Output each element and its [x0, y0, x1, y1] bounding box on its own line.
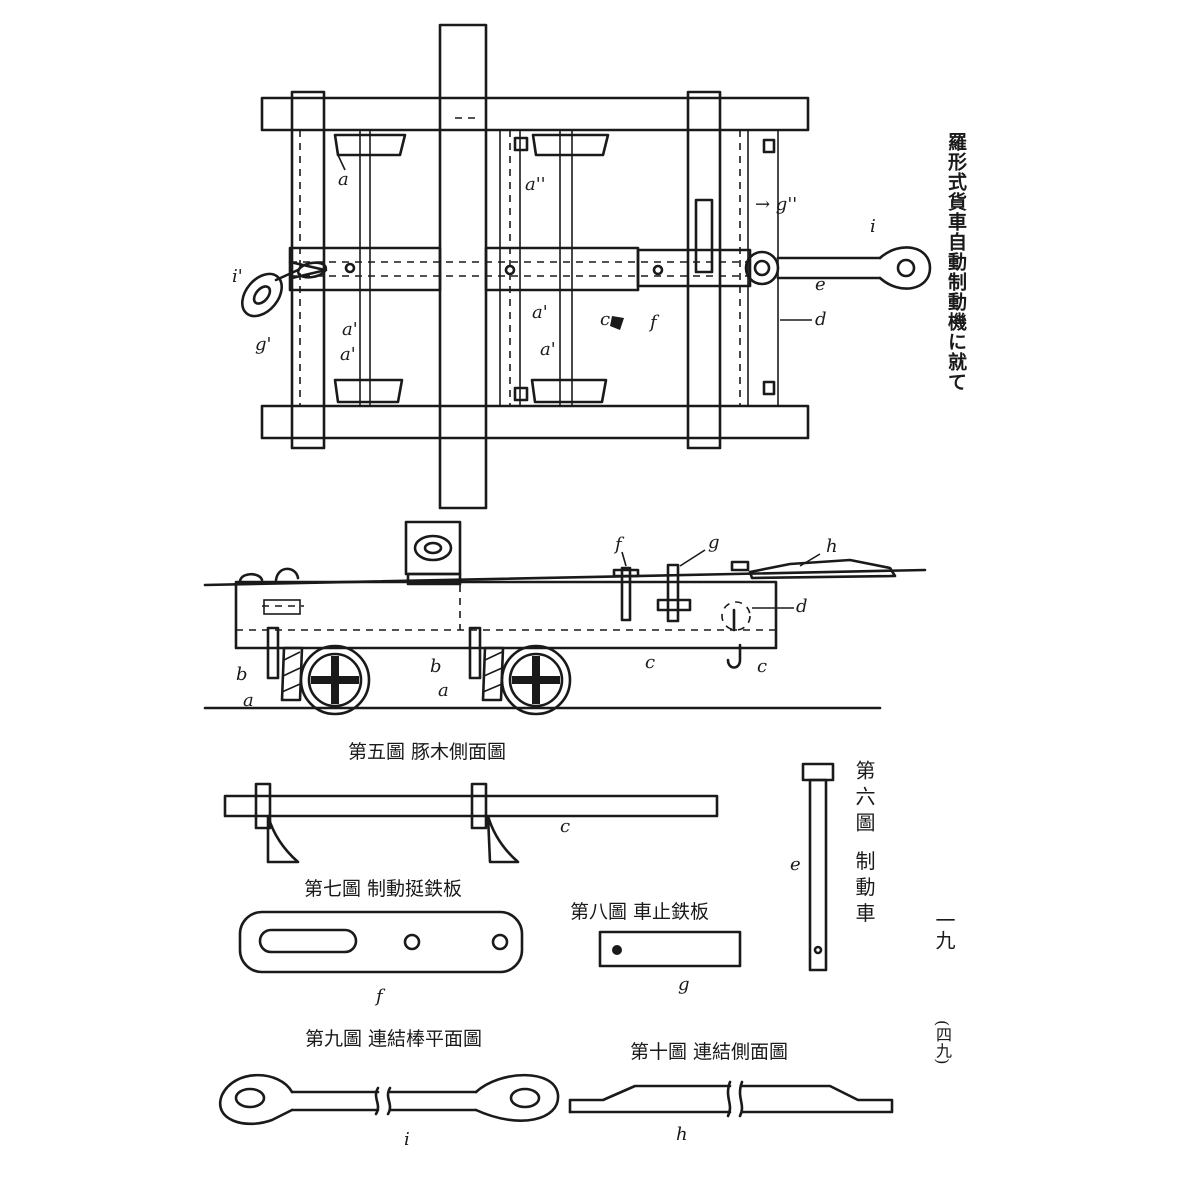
label-i-rod: i [404, 1129, 410, 1150]
caption-fig8: 第八圖 車止鉄板 [570, 901, 709, 923]
eye-ring-right [878, 246, 932, 290]
caption-fig6: 第六圖 制動車 [852, 760, 876, 929]
label-e: e [815, 274, 826, 295]
eye-ring-left [240, 272, 284, 318]
label-g-prime: g' [255, 334, 271, 355]
wheel-left [299, 644, 371, 716]
wheel-right [500, 644, 572, 716]
middle-beam-right [484, 246, 640, 292]
label-d-side: d [796, 596, 808, 617]
brake-shoe-a-prime [333, 378, 404, 404]
brake-shoe-a-prime-2 [530, 378, 608, 404]
brake-lever-plate-f: f 第七圖 制動挺鉄板 [238, 878, 524, 1007]
side-view: f g h d c c b b a a 第五圖 豚木側面圖 [203, 520, 927, 763]
label-i: i [870, 216, 876, 237]
connector-h: h 第十圖 連結側面圖 [568, 1041, 894, 1145]
caption-fig10: 第十圖 連結側面圖 [630, 1041, 788, 1063]
page-number: 一九 [932, 910, 956, 950]
connecting-rod-i: i 第九圖 連結棒平面圖 [218, 1028, 560, 1150]
label-b-side-2: b [430, 656, 442, 677]
caption-fig5: 第五圖 豚木側面圖 [348, 741, 506, 763]
label-c-side-2: c [757, 656, 767, 677]
label-c-beam: c [560, 816, 570, 837]
label-a-prime-3: a' [532, 302, 548, 323]
label-c-side: c [645, 652, 655, 673]
caption-fig9: 第九圖 連結棒平面圖 [305, 1028, 482, 1050]
caption-fig7: 第七圖 制動挺鉄板 [304, 878, 462, 900]
label-a-prime-2: a' [340, 344, 356, 365]
label-d: d [815, 309, 827, 330]
page-number-alt: (四九) [933, 1020, 952, 1065]
middle-beam-left [288, 246, 442, 292]
brake-shoe-a [333, 133, 407, 157]
label-a-side: a [243, 690, 254, 711]
frame-side [234, 580, 778, 650]
right-post [686, 90, 722, 450]
label-f-plan: f [648, 312, 660, 333]
top-beam [260, 96, 810, 132]
label-g-side: g [708, 532, 720, 553]
label-c: c [600, 309, 610, 330]
label-i-prime: i' [232, 266, 243, 287]
label-a-side-2: a [438, 680, 449, 701]
page-title: 羅形式貨車自動制動機に就て [945, 132, 967, 392]
bottom-beam [260, 404, 810, 440]
label-f-plate: f [374, 986, 386, 1007]
brake-beam-c: c [223, 782, 719, 864]
label-a: a [338, 169, 349, 190]
plate-h-side [748, 558, 897, 580]
label-b-side: b [236, 664, 248, 685]
stop-plate-g: g 第八圖 車止鉄板 [570, 901, 742, 995]
label-g-dprime: → g'' [755, 194, 797, 215]
label-h-side: h [826, 536, 838, 557]
label-a-dprime-2: a' [540, 339, 556, 360]
label-a-dprime: a'' [525, 174, 546, 195]
label-a-prime-1: a' [342, 319, 358, 340]
label-h-conn: h [676, 1124, 688, 1145]
label-f-side: f [613, 534, 625, 555]
brake-rod-e: e [790, 762, 835, 972]
label-e-rod: e [790, 854, 801, 875]
plan-view: a a'' → g'' i e d i' g' a' a' a' a' c f [232, 23, 932, 510]
brake-shoe-a-dprime [531, 133, 610, 157]
lever-g-dprime [694, 198, 714, 274]
label-g-plate: g [678, 974, 690, 995]
